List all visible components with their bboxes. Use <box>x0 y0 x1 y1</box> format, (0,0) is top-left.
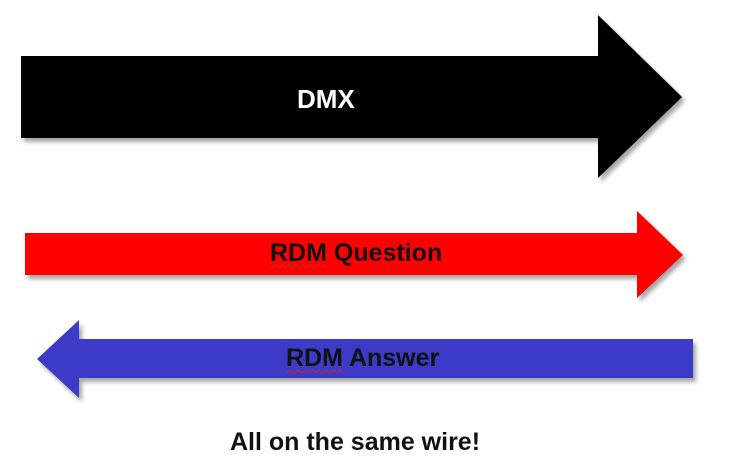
rdm-answer-label: RDM Answer <box>286 346 439 371</box>
rdm-answer-label-acronym: RDM <box>286 344 343 372</box>
dmx-label: DMX <box>297 86 355 112</box>
dmx-label-text: DMX <box>297 84 355 114</box>
rdm-question-arrow <box>25 211 683 298</box>
rdm-answer-arrow <box>37 320 693 398</box>
rdm-question-label: RDM Question <box>270 241 442 266</box>
dmx-arrow <box>21 15 682 178</box>
caption: All on the same wire! <box>229 428 481 456</box>
rdm-answer-label-rest: Answer <box>342 344 440 372</box>
rdm-question-label-acronym: RDM <box>270 239 327 267</box>
rdm-question-label-rest: Question <box>326 239 443 267</box>
